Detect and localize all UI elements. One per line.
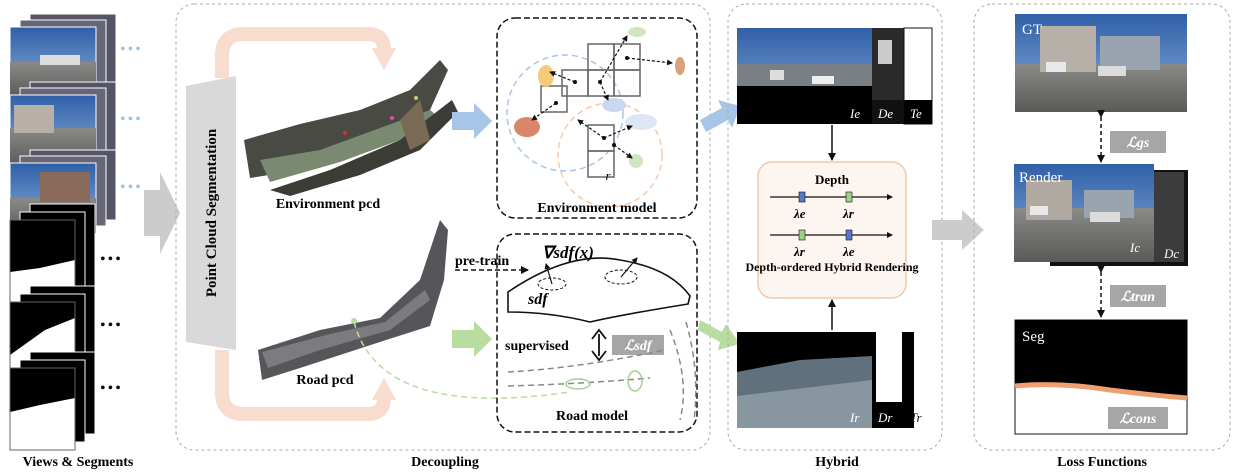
rendering-label: Depth-ordered Hybrid Rendering [745,260,918,274]
decoupling-frame [175,3,711,451]
supervised-label: supervised [505,339,569,354]
env-image-label: Ie [849,106,860,121]
loss-section: GT ℒgs Render Ic Dc ℒtran [973,3,1231,470]
env-model-r-label: r [605,168,611,183]
loss-cons-badge [1108,407,1168,429]
render-depth-label: Dc [1163,246,1179,261]
loss-tran-label: ℒtran [1121,290,1155,305]
hybrid-frame [727,3,943,451]
loss-sdf-badge [612,335,664,355]
more-views-dots-3: ••• [120,179,143,196]
gt-image: GT [1015,14,1187,112]
input-arrow [144,172,180,254]
hybrid-section: Ie De Te Depth λe λr λr λe Depth-ordered… [727,3,943,470]
lambda-e-bottom: λe [842,244,855,259]
road-pcd-label: Road pcd [296,373,353,388]
views-segments-label: Views & Segments [23,455,134,470]
segment-stack-3 [9,351,96,451]
road-render-strip: Ir Dr Tr [737,332,932,428]
env-model-arrow [452,103,492,139]
segmentation-block [186,76,236,350]
lambda-e-top: λe [793,206,806,221]
sdf-label: sdf [527,291,549,308]
hybrid-label: Hybrid [815,455,859,470]
env-pcd-label: Environment pcd [276,197,381,212]
decoupling-section: Point Cloud Segmentation Environment pcd… [175,3,711,470]
loss-tran-badge [1110,285,1166,307]
environment-pcd [244,60,458,196]
more-segments-dots-1: ••• [100,251,123,268]
grad-sdf-label: ∇sdf(x) [542,243,594,262]
lambda-r-bottom: λr [793,244,806,259]
environment-model-box: r Environment model [496,17,698,219]
loss-gs-badge [1110,131,1166,153]
road-trans-label: Tr [910,410,923,425]
more-segments-dots-3: ••• [100,380,123,397]
env-depth-label: De [877,106,893,121]
lambda-r-top: λr [842,206,855,221]
road-depth-label: Dr [877,410,893,425]
loss-sdf-label: ℒsdf [624,339,653,354]
loss-functions-label: Loss Functions [1057,455,1147,470]
env-model-label: Environment model [537,201,656,216]
seg-label: Seg [1022,329,1045,345]
road-to-hybrid-arrow [698,320,740,350]
views-and-segments: ••• ••• ••• ••• ••• ••• Views & Segments [9,13,143,470]
road-pcd [258,220,448,380]
loss-frame [973,3,1231,451]
env-branch-arrow [215,27,391,78]
seg-image: Seg ℒcons [1014,319,1188,435]
segmentation-label: Point Cloud Segmentation [204,128,220,297]
pretrain-label: pre-train [455,254,509,269]
render-image: Render Ic Dc [1014,164,1188,266]
more-views-dots-1: ••• [120,41,143,58]
road-branch-arrow [215,350,391,421]
render-label: Render [1019,170,1062,186]
road-model-arrow [452,321,492,357]
more-segments-dots-2: ••• [100,317,123,334]
road-image-label: Ir [849,410,860,425]
decoupling-label: Decoupling [411,455,479,470]
road-model-label: Road model [556,409,628,424]
road-model-box: ∇sdf(x) sdf supervised ℒsdf Road model [496,233,698,433]
more-views-dots-2: ••• [120,111,143,128]
hybrid-to-loss-arrow [932,210,984,250]
env-render-strip: Ie De Te [737,27,933,125]
road-sample-link [353,321,571,399]
render-image-label: Ic [1129,240,1140,255]
loss-gs-label: ℒgs [1127,136,1150,151]
env-to-hybrid-arrow [700,100,740,132]
hybrid-rendering-box: Depth λe λr λr λe Depth-ordered Hybrid R… [745,161,919,299]
depth-label: Depth [815,172,850,187]
gt-label: GT [1022,22,1042,38]
env-trans-label: Te [910,106,922,121]
loss-cons-label: ℒcons [1120,412,1157,427]
